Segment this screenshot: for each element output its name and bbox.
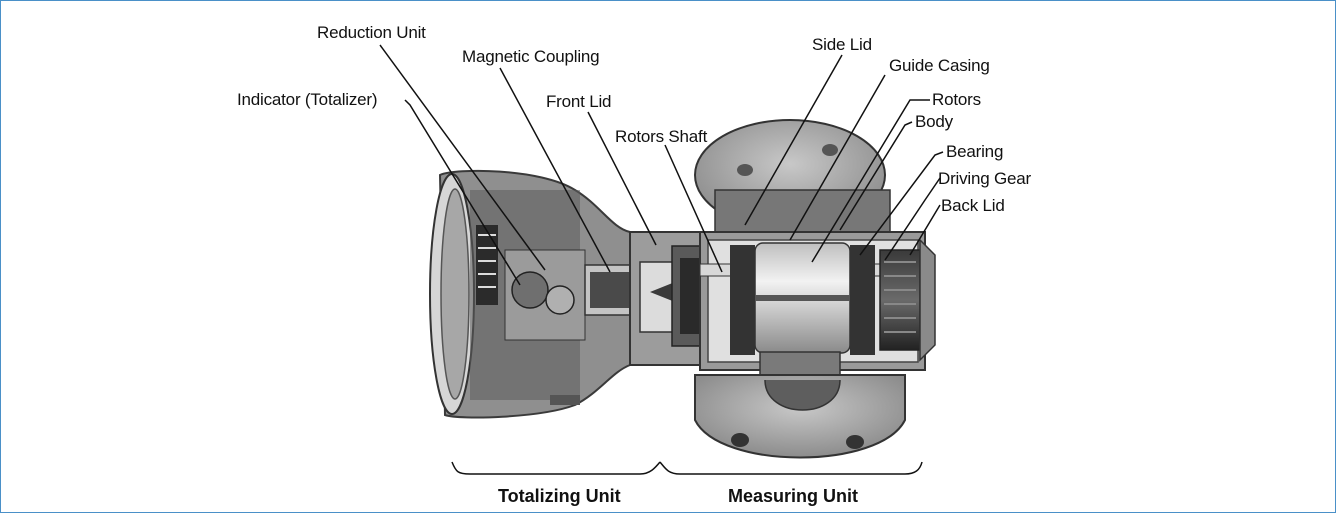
label-side-lid: Side Lid — [812, 35, 872, 54]
label-rotors-shaft: Rotors Shaft — [615, 127, 708, 146]
label-back-lid: Back Lid — [941, 196, 1005, 215]
front-lid — [629, 231, 709, 366]
label-totalizing-unit: Totalizing Unit — [498, 486, 621, 506]
label-bearing: Bearing — [946, 142, 1004, 161]
label-rotors: Rotors — [932, 90, 981, 109]
label-guide-casing: Guide Casing — [889, 56, 990, 75]
label-indicator-totalizer: Indicator (Totalizer) — [237, 90, 378, 109]
indicator-housing — [429, 169, 641, 419]
unit-brackets — [451, 461, 923, 475]
label-body: Body — [915, 112, 953, 131]
label-measuring-unit: Measuring Unit — [728, 486, 859, 506]
label-reduction-unit: Reduction Unit — [317, 23, 426, 42]
label-driving-gear: Driving Gear — [938, 169, 1032, 188]
label-magnetic-coupling: Magnetic Coupling — [462, 47, 600, 66]
meter-body — [694, 119, 936, 459]
label-front-lid: Front Lid — [546, 92, 612, 111]
leader-lines — [379, 44, 944, 286]
